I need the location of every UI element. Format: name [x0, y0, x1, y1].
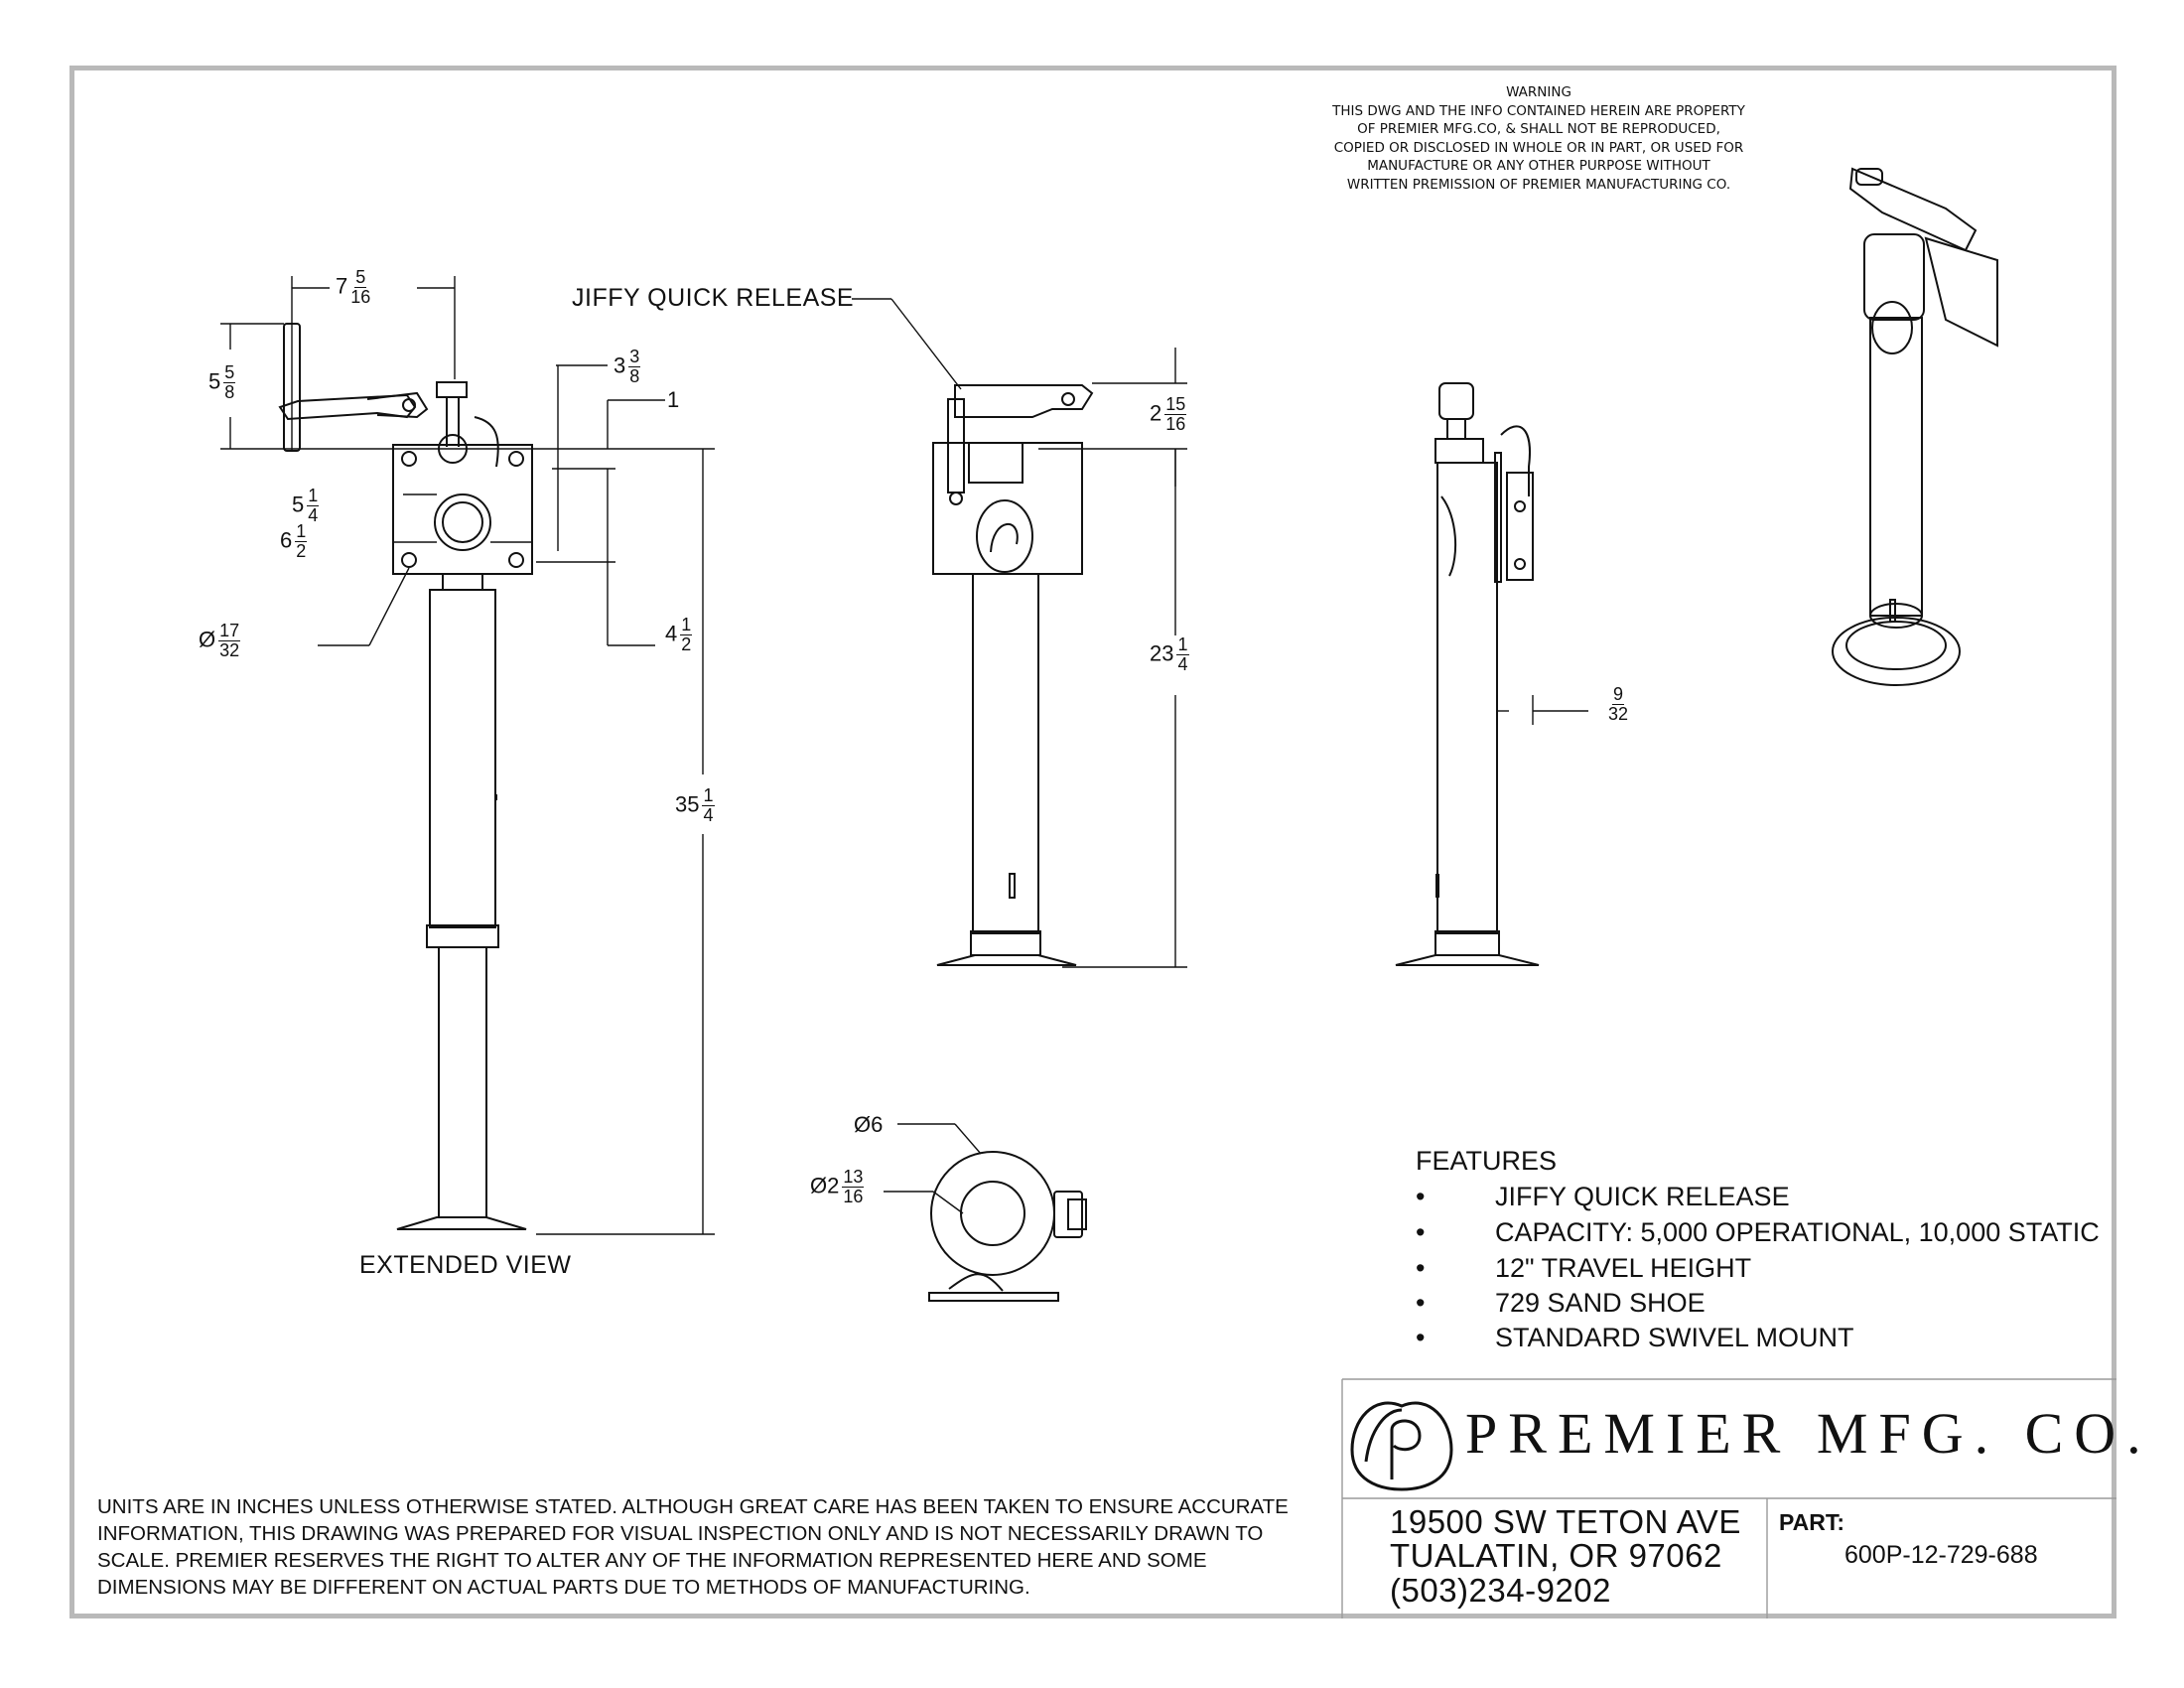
extended-view-dims — [220, 276, 715, 1235]
front-view-dims — [852, 298, 1187, 968]
side-view-dims — [1496, 695, 1588, 725]
bottom-view-dims — [884, 1123, 982, 1214]
warning-line: COPIED OR DISCLOSED IN WHOLE OR IN PART,… — [1333, 139, 1744, 156]
address-city: TUALATIN, OR 97062 — [1390, 1537, 1722, 1574]
part-number: 600P-12-729-688 — [1844, 1541, 2038, 1569]
part-label: PART: — [1779, 1509, 1845, 1535]
extended-view-label: EXTENDED VIEW — [359, 1251, 572, 1279]
feature-item: •CAPACITY: 5,000 OPERATIONAL, 10,000 STA… — [1416, 1217, 2100, 1247]
note-line: UNITS ARE IN INCHES UNLESS OTHERWISE STA… — [97, 1495, 1289, 1518]
address-phone: (503)234-9202 — [1390, 1572, 1611, 1609]
features-title: FEATURES — [1416, 1146, 1558, 1176]
address-street: 19500 SW TETON AVE — [1390, 1503, 1741, 1540]
bottom-view-jack — [928, 1151, 1087, 1302]
feature-item: •STANDARD SWIVEL MOUNT — [1416, 1323, 1854, 1352]
title-block-lines — [1341, 1378, 2116, 1618]
feature-item: •12" TRAVEL HEIGHT — [1416, 1253, 1752, 1283]
premier-logo-icon — [1350, 1401, 1453, 1491]
feature-item: •JIFFY QUICK RELEASE — [1416, 1182, 1790, 1211]
warning-line: OF PREMIER MFG.CO, & SHALL NOT BE REPROD… — [1357, 121, 1720, 137]
disclaimer-notes: UNITS ARE IN INCHES UNLESS OTHERWISE STA… — [97, 1493, 1318, 1601]
warning-line: WARNING — [1506, 84, 1571, 100]
warning-line: MANUFACTURE OR ANY OTHER PURPOSE WITHOUT — [1367, 158, 1710, 174]
warning-line: WRITTEN PREMISSION OF PREMIER MANUFACTUR… — [1346, 176, 1731, 193]
jiffy-quick-release-label: JIFFY QUICK RELEASE — [572, 284, 855, 312]
company-name: PREMIER MFG. CO. — [1465, 1401, 2152, 1466]
note-line: DIMENSIONS MAY BE DIFFERENT ON ACTUAL PA… — [97, 1576, 1030, 1599]
dim-1: 1 — [667, 387, 680, 412]
note-line: INFORMATION, THIS DRAWING WAS PREPARED F… — [97, 1522, 1264, 1545]
extended-view-jack — [278, 323, 533, 1230]
front-view-jack — [932, 384, 1094, 966]
iso-view-jack — [1832, 167, 1998, 686]
feature-item: •729 SAND SHOE — [1416, 1288, 1706, 1318]
drawing-border — [69, 66, 2116, 1618]
note-line: SCALE. PREMIER RESERVES THE RIGHT TO ALT… — [97, 1549, 1207, 1572]
warning-line: THIS DWG AND THE INFO CONTAINED HEREIN A… — [1332, 102, 1745, 119]
side-view-jack — [1395, 382, 1540, 966]
warning-notice: WARNING THIS DWG AND THE INFO CONTAINED … — [1291, 83, 1787, 194]
dim-dia-6: Ø6 — [854, 1112, 884, 1137]
